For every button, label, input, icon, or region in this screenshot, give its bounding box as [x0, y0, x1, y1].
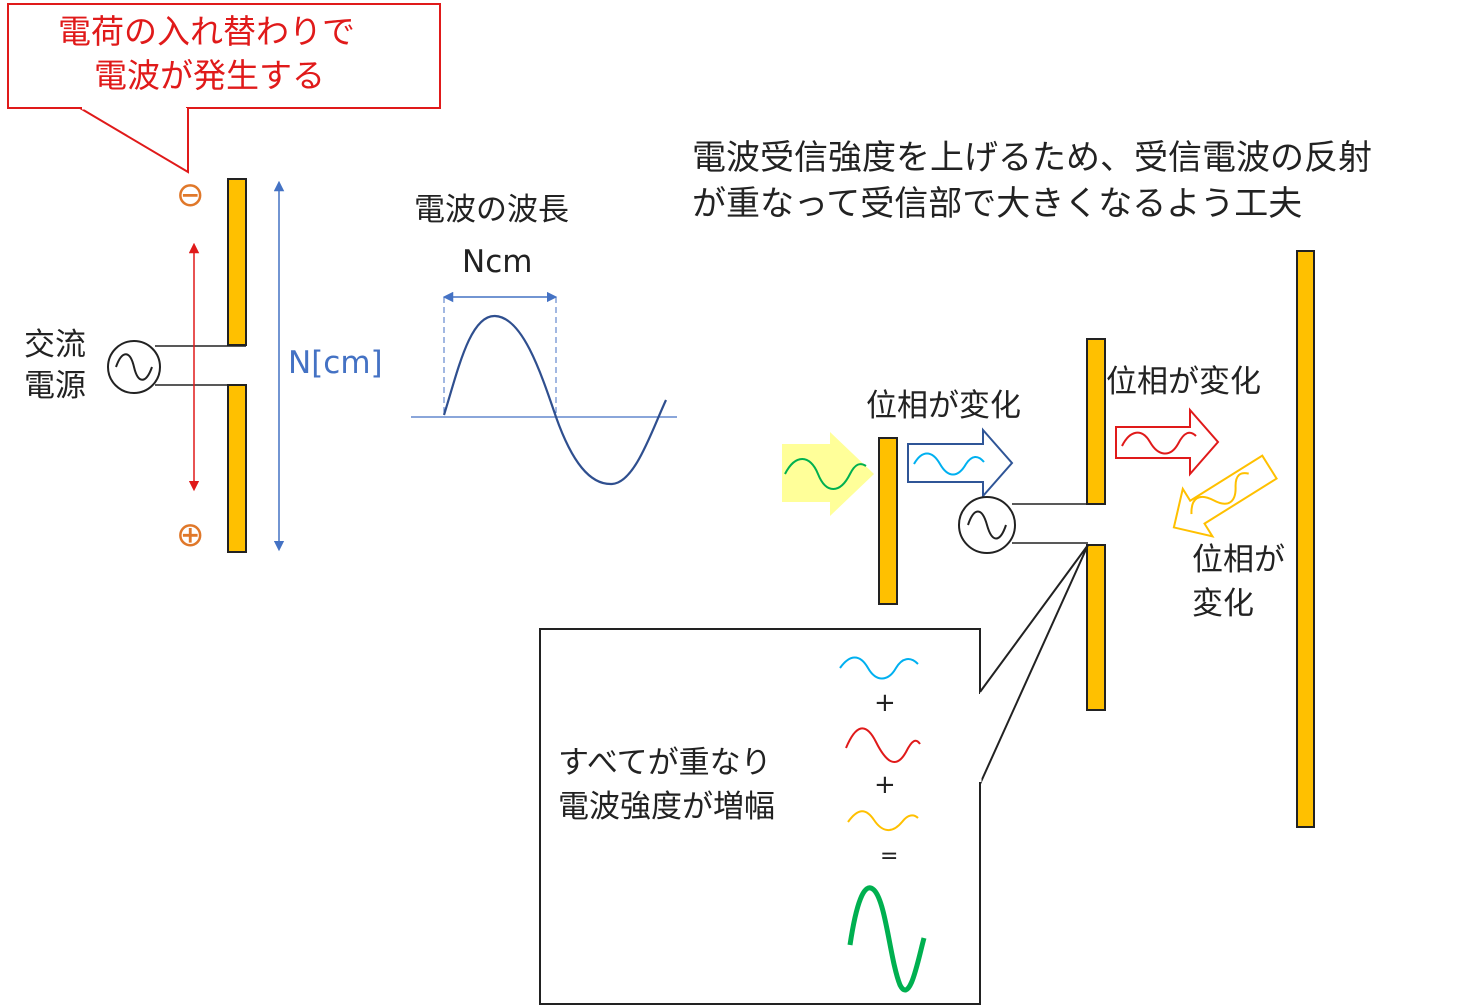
plus-sign-1: +	[874, 688, 896, 718]
wavelength-title: 電波の波長	[414, 192, 569, 228]
director-element	[878, 437, 898, 605]
receiver-lower-element	[1086, 544, 1106, 711]
wave-red-small	[1121, 431, 1197, 455]
headline-line2: が重なって受信部で大きくなるよう工夫	[692, 184, 1303, 224]
phase-shift-arrow-blue	[907, 427, 1014, 499]
sum-wave-green-amplified	[847, 885, 927, 993]
plus-sign-2: +	[874, 770, 896, 800]
callout-text-line2: 電波が発生する	[94, 56, 325, 95]
sum-wave-blue	[839, 656, 919, 680]
sum-wave-red	[845, 727, 921, 763]
wave-blue-small	[913, 452, 985, 476]
phase-shift-arrow-red	[1115, 407, 1220, 477]
sum-wave-yellow	[847, 810, 919, 831]
ac-source-label-line2: 電源	[24, 368, 86, 404]
phase-change-label-3-line2: 変化	[1192, 586, 1254, 622]
incoming-wave-arrow	[782, 432, 874, 516]
callout-box	[7, 3, 441, 174]
reflector-element	[1296, 250, 1315, 828]
ac-source-label-line1: 交流	[24, 327, 86, 363]
phase-change-label-1: 位相が変化	[866, 388, 1021, 424]
phase-shift-arrow-yellow	[1172, 454, 1278, 538]
ac-source-icon	[107, 340, 161, 394]
summary-text-line1: すべてが重なり	[558, 745, 772, 781]
plus-charge-icon: ⊕	[176, 515, 205, 555]
summary-text-line2: 電波強度が増幅	[558, 789, 775, 825]
receiver-source-icon	[958, 496, 1016, 554]
phase-change-label-2: 位相が変化	[1106, 364, 1261, 400]
wavelength-sine-wave	[442, 314, 667, 486]
dipole-upper-element	[227, 178, 247, 346]
headline-line1: 電波受信強度を上げるため、受信電波の反射	[692, 138, 1372, 178]
dipole-lower-element	[227, 384, 247, 553]
antenna-length-label: N[cm]	[288, 345, 383, 381]
callout-text-line1: 電荷の入れ替わりで	[58, 12, 355, 51]
minus-charge-icon: ⊖	[176, 175, 205, 215]
receiver-upper-element	[1086, 338, 1106, 505]
incoming-wave-green	[784, 458, 867, 490]
equals-sign: =	[880, 844, 899, 869]
phase-change-label-3-line1: 位相が	[1192, 542, 1285, 578]
wavelength-span-label: Ncm	[462, 244, 533, 280]
